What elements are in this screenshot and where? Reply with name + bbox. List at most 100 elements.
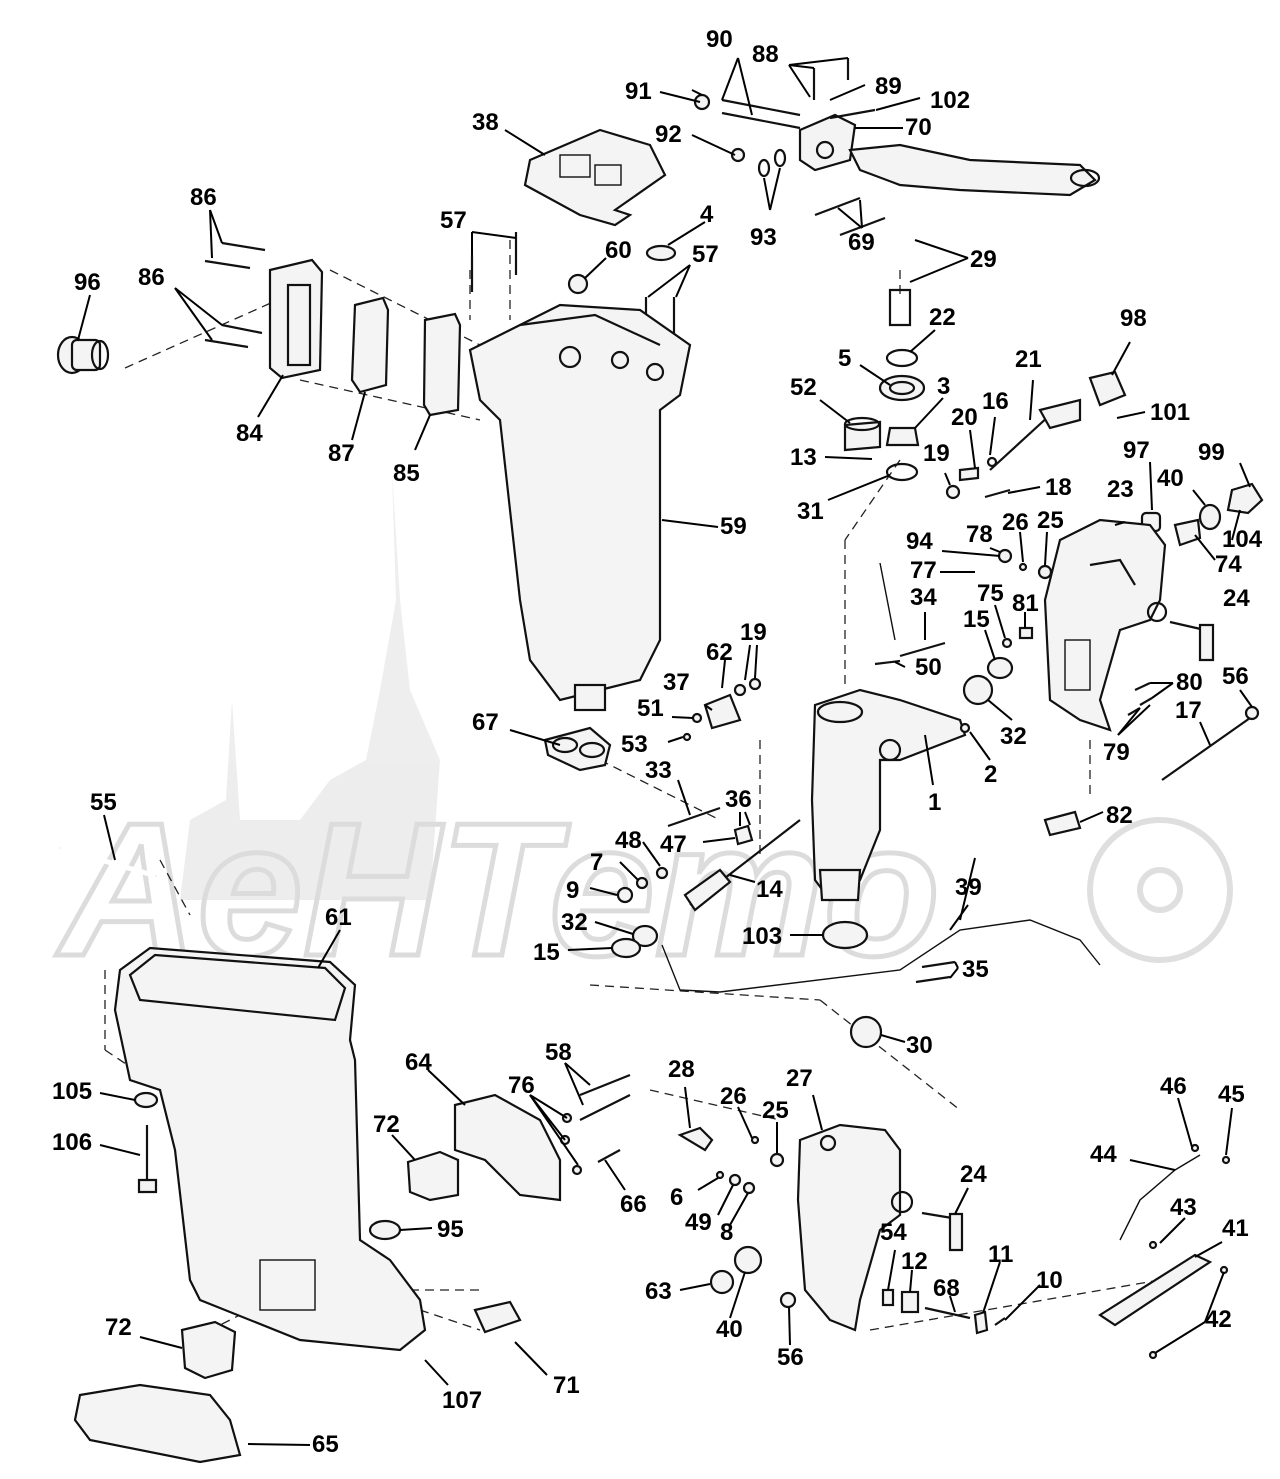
label-86b: 86	[138, 264, 165, 291]
label-91: 91	[625, 78, 652, 105]
part-65-cover	[73, 1383, 242, 1464]
label-84: 84	[236, 420, 263, 447]
part-84-cover	[268, 258, 324, 380]
part-85-plate	[422, 312, 462, 417]
label-35: 35	[962, 956, 989, 983]
part-59-exhaust-housing	[468, 303, 692, 712]
label-15b: 15	[533, 939, 560, 966]
label-11: 11	[988, 1241, 1013, 1268]
label-33: 33	[645, 757, 672, 784]
label-45: 45	[1218, 1081, 1245, 1108]
label-85: 85	[393, 460, 420, 487]
label-63: 63	[645, 1278, 672, 1305]
label-19a: 19	[923, 440, 950, 467]
label-47: 47	[660, 831, 687, 858]
label-68: 68	[933, 1275, 960, 1302]
label-56b: 56	[777, 1344, 804, 1371]
label-65: 65	[312, 1431, 339, 1458]
label-92: 92	[655, 121, 682, 148]
label-87: 87	[328, 440, 355, 467]
label-9: 9	[566, 877, 579, 904]
label-102: 102	[930, 87, 970, 114]
label-74: 74	[1215, 551, 1242, 578]
label-24a: 24	[1223, 585, 1250, 612]
part-27-clamp-bracket	[796, 1123, 914, 1332]
label-99: 99	[1198, 439, 1225, 466]
label-49: 49	[685, 1209, 712, 1236]
part-labels: 1 2 3 4 5 6 7 8 9 10 11 12 13 14 15 15 1…	[52, 26, 1263, 1458]
label-46: 46	[1160, 1073, 1187, 1100]
label-80: 80	[1176, 669, 1203, 696]
label-17: 17	[1175, 697, 1202, 724]
label-101: 101	[1150, 399, 1190, 426]
label-27: 27	[786, 1065, 813, 1092]
label-13: 13	[790, 444, 817, 471]
label-30: 30	[906, 1032, 933, 1059]
label-90: 90	[706, 26, 733, 53]
label-96: 96	[74, 269, 101, 296]
part-107-driveshaft-housing	[113, 946, 427, 1352]
label-6: 6	[670, 1184, 683, 1211]
label-57b: 57	[692, 241, 719, 268]
label-23: 23	[1107, 476, 1134, 503]
label-79: 79	[1103, 739, 1130, 766]
part-23-clamp-bracket	[1043, 518, 1168, 732]
label-58: 58	[545, 1039, 572, 1066]
label-25b: 25	[762, 1097, 789, 1124]
label-77: 77	[910, 557, 937, 584]
label-37: 37	[663, 669, 690, 696]
label-70: 70	[905, 114, 932, 141]
label-57a: 57	[440, 207, 467, 234]
label-60: 60	[605, 237, 632, 264]
label-32b: 32	[561, 909, 588, 936]
label-28: 28	[668, 1056, 695, 1083]
label-54: 54	[880, 1219, 907, 1246]
label-40a: 40	[1157, 465, 1184, 492]
label-75: 75	[977, 580, 1004, 607]
label-3: 3	[937, 373, 950, 400]
label-78: 78	[966, 521, 993, 548]
label-26a: 26	[1002, 509, 1029, 536]
label-82: 82	[1106, 802, 1133, 829]
label-67: 67	[472, 709, 499, 736]
label-19b: 19	[740, 619, 767, 646]
label-16: 16	[982, 388, 1009, 415]
label-1: 1	[928, 789, 941, 816]
label-24b: 24	[960, 1161, 987, 1188]
label-31: 31	[797, 498, 824, 525]
part-87-gasket	[350, 296, 390, 394]
label-105: 105	[52, 1078, 92, 1105]
label-7: 7	[590, 849, 603, 876]
label-106: 106	[52, 1129, 92, 1156]
label-66: 66	[620, 1191, 647, 1218]
label-22: 22	[929, 304, 956, 331]
label-103: 103	[742, 923, 782, 950]
label-15a: 15	[963, 606, 990, 633]
parts	[56, 58, 1264, 1464]
label-62: 62	[706, 639, 733, 666]
label-36: 36	[725, 786, 752, 813]
label-97: 97	[1123, 437, 1150, 464]
label-51: 51	[637, 695, 664, 722]
label-41: 41	[1222, 1215, 1249, 1242]
label-69: 69	[848, 229, 875, 256]
label-53: 53	[621, 731, 648, 758]
label-81: 81	[1012, 590, 1039, 617]
label-34: 34	[910, 584, 937, 611]
label-86a: 86	[190, 184, 217, 211]
label-104: 104	[1222, 526, 1263, 553]
label-93: 93	[750, 224, 777, 251]
label-26b: 26	[720, 1083, 747, 1110]
leader-lines	[77, 57, 1253, 1446]
part-64-plate	[453, 1093, 562, 1202]
label-88: 88	[752, 41, 779, 68]
label-10: 10	[1036, 1267, 1063, 1294]
label-76: 76	[508, 1072, 535, 1099]
label-8: 8	[720, 1219, 733, 1246]
label-18: 18	[1045, 474, 1072, 501]
label-39: 39	[955, 874, 982, 901]
label-94: 94	[906, 528, 933, 555]
label-38: 38	[472, 109, 499, 136]
label-20: 20	[951, 404, 978, 431]
